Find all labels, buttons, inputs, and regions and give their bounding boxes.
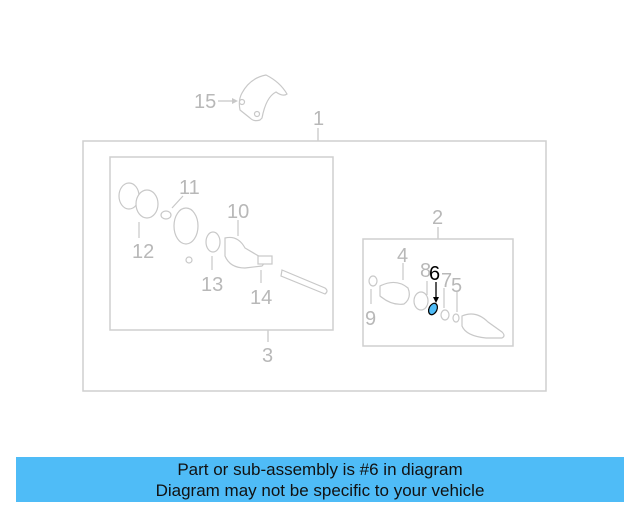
left-shaft-parts — [118, 182, 328, 295]
callout-13: 13 — [201, 274, 223, 296]
callout-12: 12 — [132, 241, 154, 263]
callout-10: 10 — [227, 201, 249, 223]
callout-14: 14 — [250, 287, 272, 309]
part-15-shield — [238, 74, 288, 122]
right-shaft-parts — [368, 275, 505, 339]
assembly-box-1 — [82, 140, 547, 392]
callout-5: 5 — [451, 275, 462, 297]
callout-3: 3 — [262, 345, 273, 367]
assembly-box-3 — [109, 156, 334, 331]
part-6-highlighted[interactable] — [427, 302, 439, 316]
callout-11: 11 — [179, 177, 200, 199]
callout-9: 9 — [365, 308, 376, 330]
callout-8: 8 — [420, 260, 431, 282]
callout-15: 15 — [194, 91, 216, 113]
callout-2: 2 — [432, 207, 443, 229]
caption-bar: Part or sub-assembly is #6 in diagram Di… — [16, 457, 624, 502]
caption-part-info: Part or sub-assembly is #6 in diagram — [177, 460, 463, 479]
callout-1: 1 — [313, 108, 324, 130]
caption-disclaimer: Diagram may not be specific to your vehi… — [155, 481, 485, 500]
parts-diagram: 1 2 3 4 5 7 8 9 10 11 12 13 14 15 6 — [82, 74, 547, 392]
callout-7: 7 — [441, 270, 452, 292]
callout-4: 4 — [397, 245, 408, 267]
callout-6-highlighted: 6 — [429, 263, 440, 285]
callout-labels: 1 2 3 4 5 7 8 9 10 11 12 13 14 15 — [132, 91, 462, 367]
